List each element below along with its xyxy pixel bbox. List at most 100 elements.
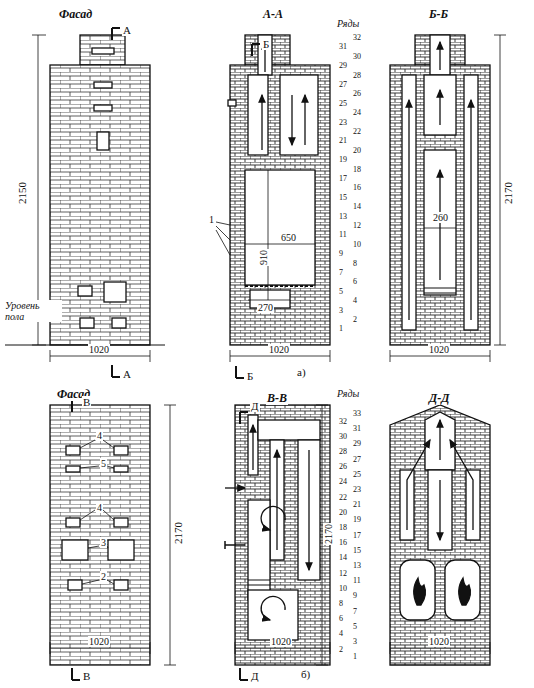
view-title: Фасад [58,8,93,21]
row-number: 21 [352,501,362,509]
row-number: 3 [338,307,344,315]
dimension-label: 2150 [16,181,28,205]
row-number: 8 [338,600,344,608]
row-number: 28 [352,72,362,80]
dimension-label: 270 [257,302,274,313]
row-number: 14 [338,554,348,562]
row-number: 33 [352,410,362,418]
row-number: 23 [352,486,362,494]
dimension-label: 1020 [428,344,450,355]
row-number: 31 [338,43,348,51]
row-number: 15 [338,194,348,202]
row-number: 13 [338,213,348,221]
row-number: 29 [352,440,362,448]
section-mark: Д-Д [428,392,450,405]
section-mark: Б [262,38,270,50]
row-number: 23 [338,119,348,127]
section-mark: Д [250,400,260,412]
callout-number: 5 [100,458,107,469]
row-number: 7 [352,608,358,616]
section-mark: В [82,396,91,408]
dimension-label: 910 [258,249,269,266]
row-number: 16 [338,539,348,547]
row-number: 4 [352,297,358,305]
row-number: 6 [338,615,344,623]
section-mark: А [122,24,132,36]
dimension-label: 1020 [270,636,292,647]
dimension-label: 2170 [323,523,334,545]
section-mark: В [82,670,91,682]
row-number: 31 [352,425,362,433]
row-number: 4 [338,630,344,638]
section-mark: Б-Б [428,8,449,21]
dimension-label: 1020 [88,636,110,647]
row-number: 25 [338,100,348,108]
row-number: 5 [338,288,344,296]
row-number: 26 [338,463,348,471]
dimension-label: 2170 [172,521,184,545]
dimension-label: 1020 [268,344,290,355]
row-number: 1 [352,653,358,661]
row-number: 10 [352,241,362,249]
row-number: 11 [338,231,348,239]
row-number: 32 [338,418,348,426]
row-number: 6 [352,278,358,286]
section-mark: а) [296,366,307,378]
row-number: 8 [352,260,358,268]
row-number: 3 [352,638,358,646]
row-number: 9 [352,592,358,600]
section-mark: Б [246,370,254,382]
view-title: Уровень пола [4,300,62,322]
row-number: 19 [352,516,362,524]
row-number: 12 [352,222,362,230]
row-number: 20 [352,147,362,155]
row-number: 26 [352,90,362,98]
row-number: 24 [352,109,362,117]
row-number: 30 [352,53,362,61]
row-number: 16 [352,184,362,192]
row-number: 2 [352,316,358,324]
row-number: 19 [338,156,348,164]
callout-number: 2 [100,571,107,582]
row-number: 5 [352,623,358,631]
row-number: 30 [338,433,348,441]
section-mark: Д [250,670,260,682]
callout-number: 3 [100,537,107,548]
row-number: 18 [338,524,348,532]
row-number: 7 [338,269,344,277]
view-title: Ряды [336,18,360,29]
row-number: 18 [352,166,362,174]
row-number: 1 [338,325,344,333]
row-number: 13 [352,562,362,570]
row-number: 22 [338,494,348,502]
row-number: 25 [352,471,362,479]
row-number: 28 [338,448,348,456]
dimension-label: 1020 [428,636,450,647]
callout-number: 1 [208,214,215,225]
callout-number: 4 [96,430,103,441]
callout-number: 4 [96,502,103,513]
row-number: 27 [338,81,348,89]
row-number: 17 [352,532,362,540]
dimension-label: 2170 [502,181,514,205]
row-number: 32 [352,34,362,42]
dimension-label: 260 [432,212,449,223]
dimension-label: 1020 [88,344,110,355]
section-mark: б) [300,668,311,680]
section-mark: А [122,368,132,380]
row-number: 21 [338,137,348,145]
row-number: 27 [352,456,362,464]
row-number: 22 [352,128,362,136]
section-mark: А-А [262,8,284,21]
section-mark: В-В [266,392,288,405]
row-number: 2 [338,646,344,654]
row-number: 14 [352,203,362,211]
row-number: 12 [338,570,348,578]
row-number: 10 [338,585,348,593]
row-number: 9 [338,250,344,258]
row-number: 11 [352,577,362,585]
row-number: 15 [352,547,362,555]
row-number: 17 [338,175,348,183]
